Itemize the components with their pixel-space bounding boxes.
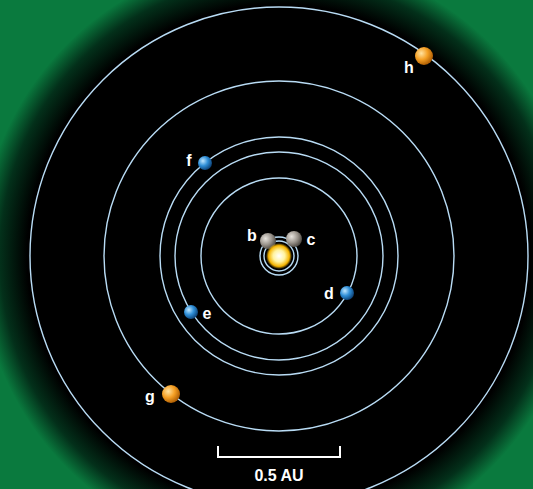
scale-label: 0.5 AU [254, 468, 303, 484]
planet-label: f [186, 153, 191, 169]
planet-label: c [307, 232, 316, 248]
planet-label: e [203, 306, 212, 322]
planet-label: g [145, 389, 155, 405]
planet-label: b [247, 228, 257, 244]
planet-label: d [324, 286, 334, 302]
planet-label: h [404, 60, 414, 76]
